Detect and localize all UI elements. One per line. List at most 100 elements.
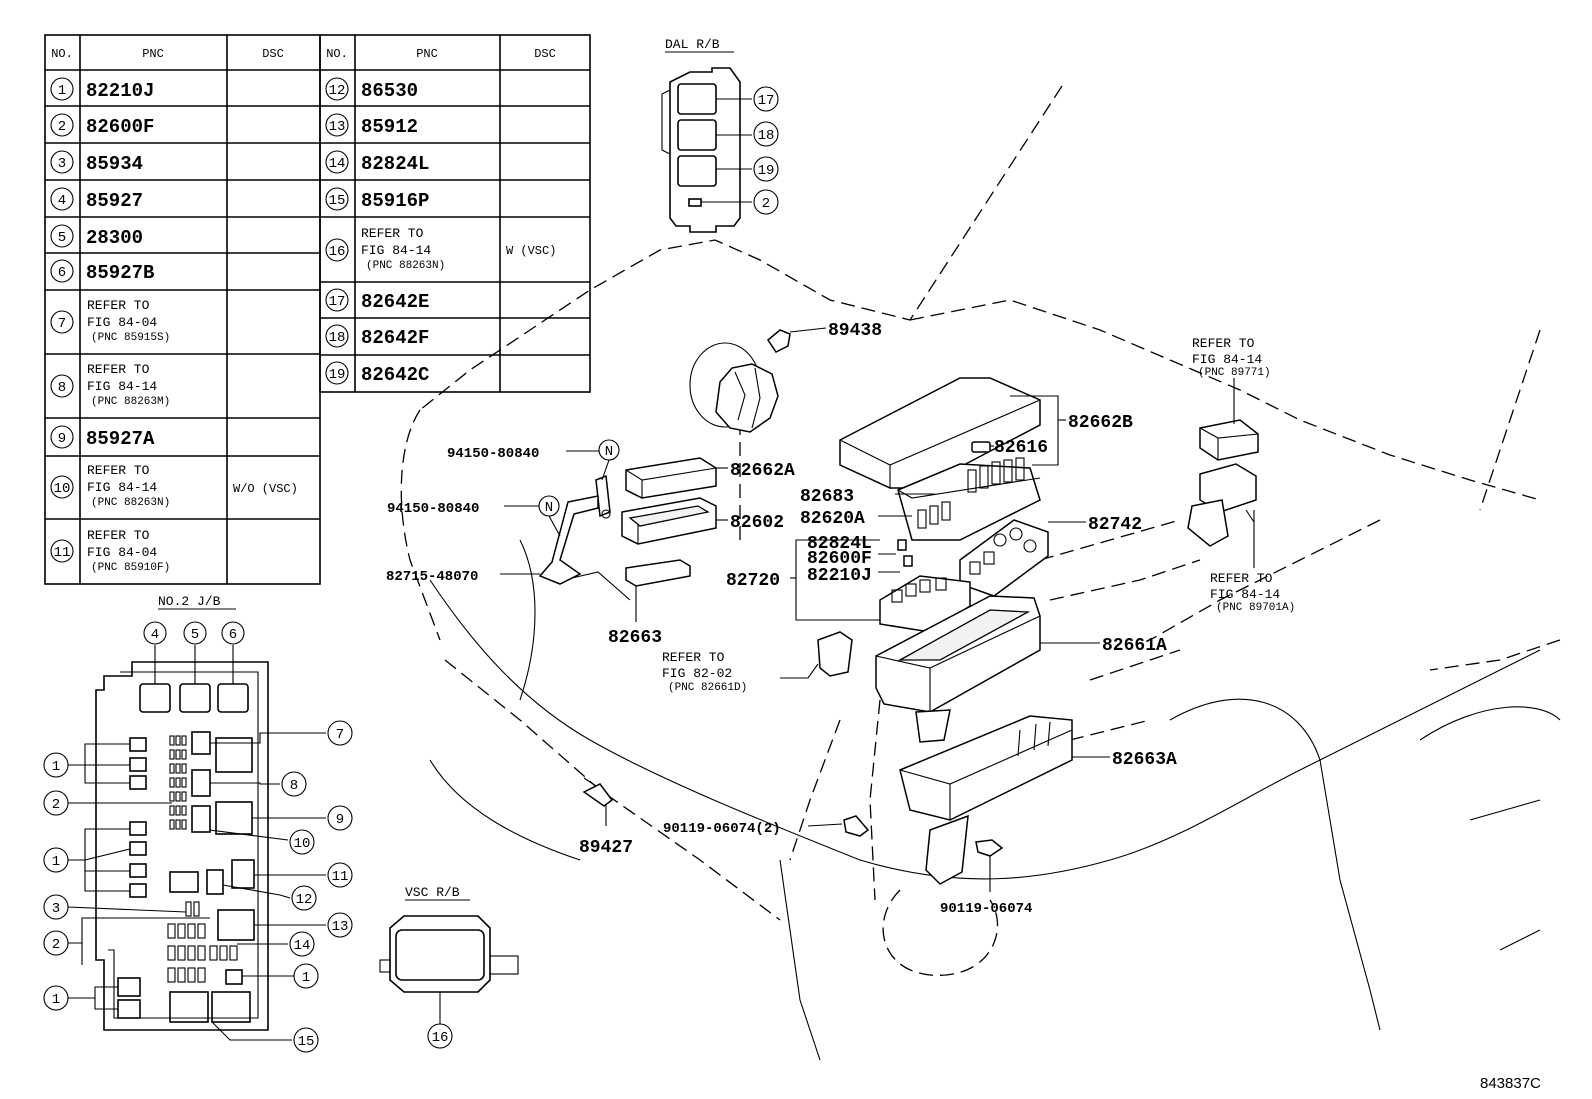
cover-82662a: 82662A (625, 457, 795, 499)
row-number: 19 (329, 367, 346, 383)
nut-symbol: N (605, 444, 613, 460)
row-number: 9 (58, 431, 66, 447)
row-pnc: 28300 (86, 227, 143, 249)
table-row: 10 REFER TO FIG 84-14 (PNC 88263N) W/O (… (50, 463, 298, 509)
table-row: 5 28300 (50, 224, 143, 249)
row-pnc: 82600F (86, 116, 154, 138)
table-row: 8 REFER TO FIG 84-14 (PNC 88263M) (50, 362, 170, 408)
row-number: 3 (58, 156, 66, 172)
callout: 1 (302, 970, 310, 986)
table-row: 14 82824L (325, 150, 429, 175)
row-pnc: 86530 (361, 80, 418, 102)
row-ref-line: REFER TO (87, 528, 150, 543)
part-label: 94150-80840 (447, 446, 539, 462)
header-pnc-left: PNC (142, 47, 164, 61)
row-number: 16 (329, 244, 346, 260)
row-pnc: 85927 (86, 190, 143, 212)
row-number: 14 (329, 156, 346, 172)
row-ref-line: FIG 84-04 (87, 315, 157, 330)
callout: 16 (432, 1030, 449, 1046)
nut-n-upper: N 94150-80840 (447, 439, 620, 481)
ref-line: FIG 82-02 (662, 666, 732, 681)
callout: 9 (336, 812, 344, 828)
row-pnc: 85934 (86, 153, 143, 175)
part-label: 82600F (807, 549, 872, 569)
part-label: 82620A (800, 509, 865, 529)
row-pnc: 82642E (361, 291, 429, 313)
row-number: 8 (58, 380, 66, 396)
ref-line: FIG 84-14 (1192, 352, 1262, 367)
callout: 15 (298, 1034, 315, 1050)
header-pnc-right: PNC (416, 47, 438, 61)
part-label: 82824L (807, 534, 872, 554)
row-ref-line: (PNC 88263N) (91, 497, 170, 509)
junction-block-no2: NO.2 J/B 4 5 6 (43, 594, 353, 1053)
callout: 2 (762, 196, 770, 212)
callout: 1 (52, 854, 60, 870)
row-number: 13 (329, 119, 346, 135)
table-row: 18 82642F (325, 324, 429, 349)
ref-line: REFER TO (1210, 571, 1273, 586)
nut-symbol: N (545, 500, 553, 516)
row-ref-line: (PNC 88263N) (366, 260, 445, 272)
part-82616: 82616 (971, 438, 1048, 458)
part-label: 82663 (608, 628, 662, 648)
part-label: 82742 (1088, 515, 1142, 535)
part-label: 94150-80840 (387, 501, 479, 517)
dal-relay-block: DAL R/B 17 18 19 2 (661, 37, 779, 233)
row-pnc: 82642F (361, 327, 429, 349)
row-number: 2 (58, 119, 66, 135)
connector-82661d (780, 631, 853, 679)
bolt-90119-b: 90119-06074 (940, 839, 1032, 917)
row-number: 17 (329, 294, 346, 310)
callout: 2 (52, 797, 60, 813)
vehicle-outline (400, 85, 1561, 1061)
bolt-90119-a: 90119-06074(2) (663, 815, 870, 837)
row-ref-line: REFER TO (87, 298, 150, 313)
callout: 19 (758, 163, 775, 179)
callout: 13 (332, 919, 349, 935)
table-row: 12 86530 (325, 77, 418, 102)
row-number: 15 (329, 193, 346, 209)
row-ref-line: FIG 84-14 (87, 379, 157, 394)
row-ref-line: (PNC 85915S) (91, 332, 170, 344)
header-no-right: NO. (326, 47, 348, 61)
row-pnc: 82824L (361, 153, 429, 175)
part-label: 89438 (828, 321, 882, 341)
row-number: 11 (54, 545, 71, 561)
row-number: 6 (58, 265, 66, 281)
row-number: 18 (329, 330, 346, 346)
nut-n-lower: N 94150-80840 (387, 495, 561, 537)
part-label: 82720 (726, 571, 780, 591)
jb-title: NO.2 J/B (158, 594, 221, 609)
block-82663: 82663 (608, 559, 691, 648)
bracket-89701a: REFER TO FIG 84-14 (PNC 89701A) (1187, 463, 1295, 614)
row-ref-line: (PNC 88263M) (91, 396, 170, 408)
part-label: 82662B (1068, 413, 1133, 433)
part-label: 90119-06074 (940, 901, 1032, 917)
row-ref-line: (PNC 85910F) (91, 562, 170, 574)
callout: 10 (294, 836, 311, 852)
row-number: 10 (54, 481, 71, 497)
ref-line: REFER TO (1192, 336, 1255, 351)
row-number: 12 (329, 83, 346, 99)
table-row: 16 REFER TO FIG 84-14 (PNC 88263N) W (VS… (325, 226, 556, 272)
callout: 8 (290, 778, 298, 794)
row-number: 7 (58, 316, 66, 332)
ref-line: FIG 84-14 (1210, 587, 1280, 602)
header-dsc-left: DSC (262, 47, 284, 61)
row-pnc: 85927B (86, 262, 154, 284)
vsc-title: VSC R/B (405, 885, 460, 900)
parts-table: NO. PNC DSC NO. PNC DSC 1 82210J 2 82600… (44, 34, 591, 585)
row-pnc: 85916P (361, 190, 429, 212)
figure-code: 843837C (1480, 1075, 1541, 1092)
callout: 1 (52, 992, 60, 1008)
ref-82661d: REFER TO FIG 82-02 (PNC 82661D) (662, 650, 747, 694)
row-pnc: 82210J (86, 80, 154, 102)
row-ref-line: REFER TO (87, 362, 150, 377)
ref-line: (PNC 89701A) (1216, 602, 1295, 614)
callout: 5 (191, 627, 199, 643)
table-row: 9 85927A (50, 425, 155, 450)
